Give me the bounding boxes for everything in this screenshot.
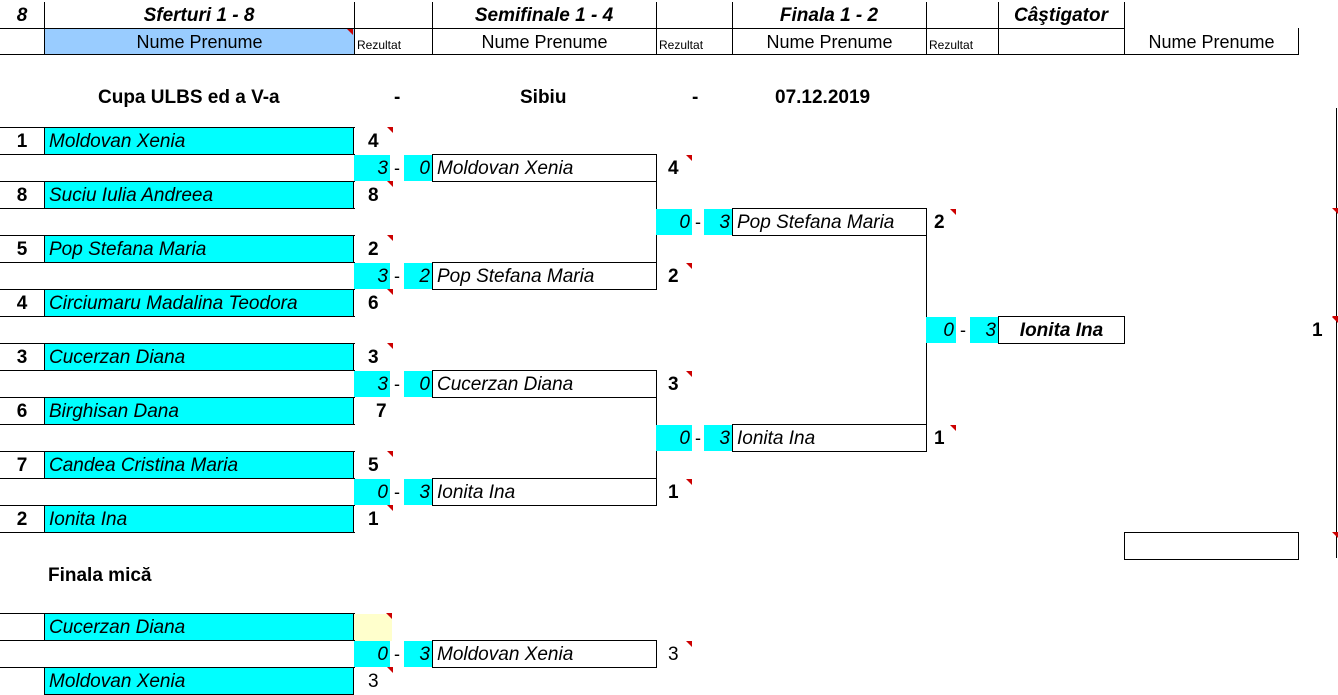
sf-score-b-2[interactable]: 2: [404, 263, 432, 289]
small-final-player-b[interactable]: Moldovan Xenia: [44, 667, 354, 695]
sf-dash-4: -: [390, 479, 404, 505]
sf-result-4[interactable]: 1: [668, 481, 679, 503]
third-place-box[interactable]: [1124, 532, 1299, 560]
winner-player[interactable]: Ionita Ina: [998, 316, 1125, 344]
header-result-col-qf: Rezultat: [357, 38, 402, 52]
f-result-1[interactable]: 2: [934, 211, 945, 233]
f-score-b-2[interactable]: 3: [704, 425, 732, 451]
small-final-result-a[interactable]: [354, 614, 392, 641]
winner-score-b[interactable]: 3: [970, 317, 998, 343]
sf-result-1[interactable]: 4: [668, 157, 679, 179]
qf-seed-2: 8: [16, 184, 28, 206]
f-dash-1: -: [692, 209, 704, 235]
winner-score-a[interactable]: 0: [926, 317, 956, 343]
sf-player-2[interactable]: Pop Stefana Maria: [432, 262, 657, 290]
sf-dash-3: -: [390, 371, 404, 397]
header-semifinale: Semifinale 1 - 4: [474, 4, 614, 26]
sf-player-3[interactable]: Cucerzan Diana: [432, 370, 657, 398]
event-sep-1: -: [394, 86, 401, 108]
qf-result-3[interactable]: 2: [368, 238, 379, 260]
qf-player-8[interactable]: Ionita Ina: [44, 505, 354, 533]
sf-result-2[interactable]: 2: [668, 265, 679, 287]
small-final-player-a[interactable]: Cucerzan Diana: [44, 613, 354, 641]
sf-score-a-4[interactable]: 0: [354, 479, 390, 505]
qf-seed-1: 1: [16, 130, 28, 152]
qf-player-2[interactable]: Suciu Iulia Andreea: [44, 181, 354, 209]
small-final-score-b[interactable]: 3: [404, 641, 432, 667]
small-final-result-b[interactable]: 3: [368, 670, 379, 692]
winner-result[interactable]: 1: [1312, 319, 1323, 341]
sf-result-3[interactable]: 3: [668, 373, 679, 395]
sf-score-a-3[interactable]: 3: [354, 371, 390, 397]
qf-seed-5: 3: [16, 346, 28, 368]
small-final-winner[interactable]: Moldovan Xenia: [432, 640, 657, 668]
winner-dash: -: [956, 317, 970, 343]
small-final-title: Finala mică: [48, 564, 152, 586]
f-score-a-2[interactable]: 0: [656, 425, 692, 451]
sf-dash-1: -: [390, 155, 404, 181]
sf-player-4[interactable]: Ionita Ina: [432, 478, 657, 506]
f-result-2[interactable]: 1: [934, 427, 945, 449]
qf-result-5[interactable]: 3: [368, 346, 379, 368]
header-name-col-qf[interactable]: Nume Prenume: [45, 29, 354, 54]
qf-result-4[interactable]: 6: [368, 292, 379, 314]
small-final-dash: -: [390, 641, 404, 667]
header-name-col-sf: Nume Prenume: [481, 31, 608, 52]
f-player-2[interactable]: Ionita Ina: [732, 424, 927, 452]
f-dash-2: -: [692, 425, 704, 451]
header-sferturi: Sferturi 1 - 8: [143, 4, 255, 26]
sf-dash-2: -: [390, 263, 404, 289]
qf-result-7[interactable]: 5: [368, 454, 379, 476]
qf-result-1[interactable]: 4: [368, 130, 379, 152]
f-score-a-1[interactable]: 0: [656, 209, 692, 235]
qf-seed-4: 4: [16, 292, 28, 314]
header-finala: Finala 1 - 2: [779, 4, 879, 26]
f-player-1[interactable]: Pop Stefana Maria: [732, 208, 927, 236]
qf-player-4[interactable]: Circiumaru Madalina Teodora: [44, 289, 354, 317]
sf-score-b-3[interactable]: 0: [404, 371, 432, 397]
small-final-winner-result[interactable]: 3: [668, 643, 679, 665]
event-name: Cupa ULBS ed a V-a: [98, 86, 280, 108]
sf-score-a-2[interactable]: 3: [354, 263, 390, 289]
event-city: Sibiu: [520, 86, 567, 108]
qf-seed-6: 6: [16, 400, 28, 422]
header-count: 8: [16, 4, 28, 26]
qf-seed-3: 5: [16, 238, 28, 260]
qf-player-5[interactable]: Cucerzan Diana: [44, 343, 354, 371]
qf-result-6[interactable]: 7: [376, 400, 387, 422]
qf-seed-7: 7: [16, 454, 28, 476]
header-result-col-sf: Rezultat: [659, 38, 704, 52]
qf-player-1[interactable]: Moldovan Xenia: [44, 127, 354, 155]
f-score-b-1[interactable]: 3: [704, 209, 732, 235]
qf-player-6[interactable]: Birghisan Dana: [44, 397, 354, 425]
sf-score-b-1[interactable]: 0: [404, 155, 432, 181]
qf-result-2[interactable]: 8: [368, 184, 379, 206]
sf-player-1[interactable]: Moldovan Xenia: [432, 154, 657, 182]
qf-result-8[interactable]: 1: [368, 508, 379, 530]
header-castigator: Câştigator: [1014, 4, 1108, 26]
sf-score-a-1[interactable]: 3: [354, 155, 390, 181]
sf-score-b-4[interactable]: 3: [404, 479, 432, 505]
qf-seed-8: 2: [16, 508, 28, 530]
header-result-col-f: Rezultat: [929, 38, 974, 52]
header-name-col-f: Nume Prenume: [766, 31, 893, 52]
header-name-col-winner: Nume Prenume: [1148, 31, 1275, 52]
qf-player-3[interactable]: Pop Stefana Maria: [44, 235, 354, 263]
event-date: 07.12.2019: [775, 86, 871, 108]
qf-player-7[interactable]: Candea Cristina Maria: [44, 451, 354, 479]
event-sep-2: -: [692, 86, 699, 108]
small-final-score-a[interactable]: 0: [354, 641, 390, 667]
